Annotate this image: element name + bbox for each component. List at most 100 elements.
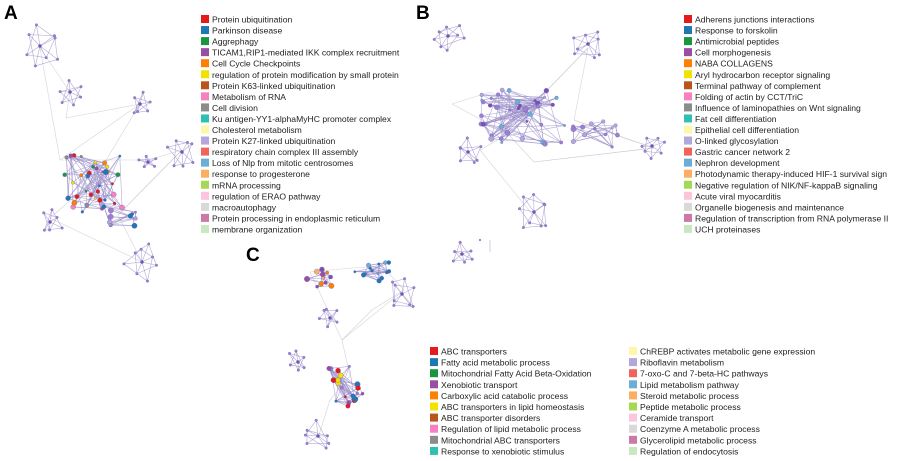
legend-swatch xyxy=(684,180,692,189)
network-edge xyxy=(460,146,481,149)
network-node xyxy=(118,154,122,158)
network-node xyxy=(304,276,310,282)
network-edge xyxy=(335,393,363,402)
network-edge xyxy=(646,137,665,143)
network-node xyxy=(601,119,606,124)
network-node xyxy=(105,164,110,169)
network-edge xyxy=(597,31,600,55)
network-edge xyxy=(87,175,96,199)
network-edge xyxy=(73,155,123,208)
network-node xyxy=(584,33,587,37)
network-edge xyxy=(72,182,106,201)
network-edge xyxy=(577,43,589,50)
network-edge xyxy=(45,37,56,58)
network-edge xyxy=(474,146,482,163)
network-node xyxy=(508,108,512,112)
panel-letter-a: A xyxy=(4,3,18,24)
network-edge xyxy=(289,353,304,358)
network-edge xyxy=(295,350,299,363)
legend-label: Cell morphogenesis xyxy=(695,48,771,58)
network-node xyxy=(314,418,318,422)
network-edge xyxy=(49,217,143,263)
network-node xyxy=(571,124,576,129)
network-node xyxy=(55,215,59,219)
legend-swatch xyxy=(201,15,209,23)
network-node xyxy=(543,88,549,94)
legend-swatch xyxy=(201,59,209,68)
network-node xyxy=(383,260,388,265)
network-node xyxy=(294,349,298,353)
panel-letter-c: C xyxy=(246,245,260,266)
legend-label: Organelle biogenesis and maintenance xyxy=(695,202,844,212)
legend-swatch xyxy=(684,37,692,46)
network-edge xyxy=(181,143,193,153)
network-edge xyxy=(134,97,151,103)
legend-swatch xyxy=(201,158,209,167)
network-edge xyxy=(39,45,47,58)
network-edge xyxy=(123,249,142,265)
legend-label: TICAM1,RIP1-mediated IKK complex recruit… xyxy=(212,48,400,58)
network-node xyxy=(335,367,341,374)
network-node xyxy=(451,259,455,263)
network-node xyxy=(572,36,576,40)
legend-label: Cholesterol metabolism xyxy=(212,125,302,135)
legend-swatch xyxy=(201,213,209,222)
network-edge xyxy=(181,142,188,153)
legend-label: Regulation of transcription from RNA pol… xyxy=(695,213,888,223)
network-edge xyxy=(585,34,599,40)
network-edge xyxy=(175,140,183,153)
network-node xyxy=(115,172,121,178)
legend-swatch xyxy=(684,92,692,101)
network-edge xyxy=(378,263,383,279)
network-edge xyxy=(76,171,104,197)
network-edge xyxy=(123,261,143,265)
network-edge xyxy=(481,94,545,98)
network-edge xyxy=(644,151,662,154)
legend-swatch xyxy=(201,114,209,123)
network-node xyxy=(84,189,88,193)
legend-label: Folding of actin by CCT/TriC xyxy=(695,92,803,102)
legend-swatch xyxy=(201,202,209,211)
network-node xyxy=(470,257,474,261)
network-edge xyxy=(144,158,157,167)
network-node xyxy=(313,268,320,275)
network-node xyxy=(550,102,555,107)
network-edge xyxy=(507,133,535,163)
network-node xyxy=(319,266,325,273)
network-node xyxy=(554,95,559,100)
network-node xyxy=(593,127,597,131)
network-edge xyxy=(523,225,542,228)
network-node xyxy=(592,56,596,60)
network-edge xyxy=(394,284,403,295)
network-node xyxy=(146,160,150,164)
network-edge xyxy=(533,204,546,213)
network-node xyxy=(323,280,328,285)
network-edge xyxy=(73,206,103,209)
network-edge xyxy=(123,263,148,282)
network-edge xyxy=(446,34,458,51)
legend-label: Parkinson disease xyxy=(212,26,282,36)
network-node xyxy=(325,270,329,275)
network-node xyxy=(296,360,300,364)
network-node xyxy=(573,52,577,56)
legend-swatch xyxy=(201,81,209,90)
network-edge xyxy=(489,94,499,106)
network-edge xyxy=(64,174,87,192)
legend-swatch xyxy=(430,347,438,355)
network-edge xyxy=(651,141,665,147)
network-edge xyxy=(134,252,143,263)
network-edge xyxy=(67,198,103,209)
network-node xyxy=(68,90,72,94)
legend-swatch xyxy=(629,402,637,411)
network-edge xyxy=(335,387,342,402)
network-node xyxy=(328,367,332,371)
network-edge xyxy=(65,103,141,119)
legend-label: macroautophagy xyxy=(212,202,277,212)
legend-label: Steroid metabolic process xyxy=(640,391,739,401)
legend-label: Influence of laminopathies on Wnt signal… xyxy=(695,103,861,113)
network-node xyxy=(400,292,404,296)
network-edge xyxy=(49,209,53,223)
network-edge xyxy=(533,194,546,205)
network-node xyxy=(539,224,543,228)
